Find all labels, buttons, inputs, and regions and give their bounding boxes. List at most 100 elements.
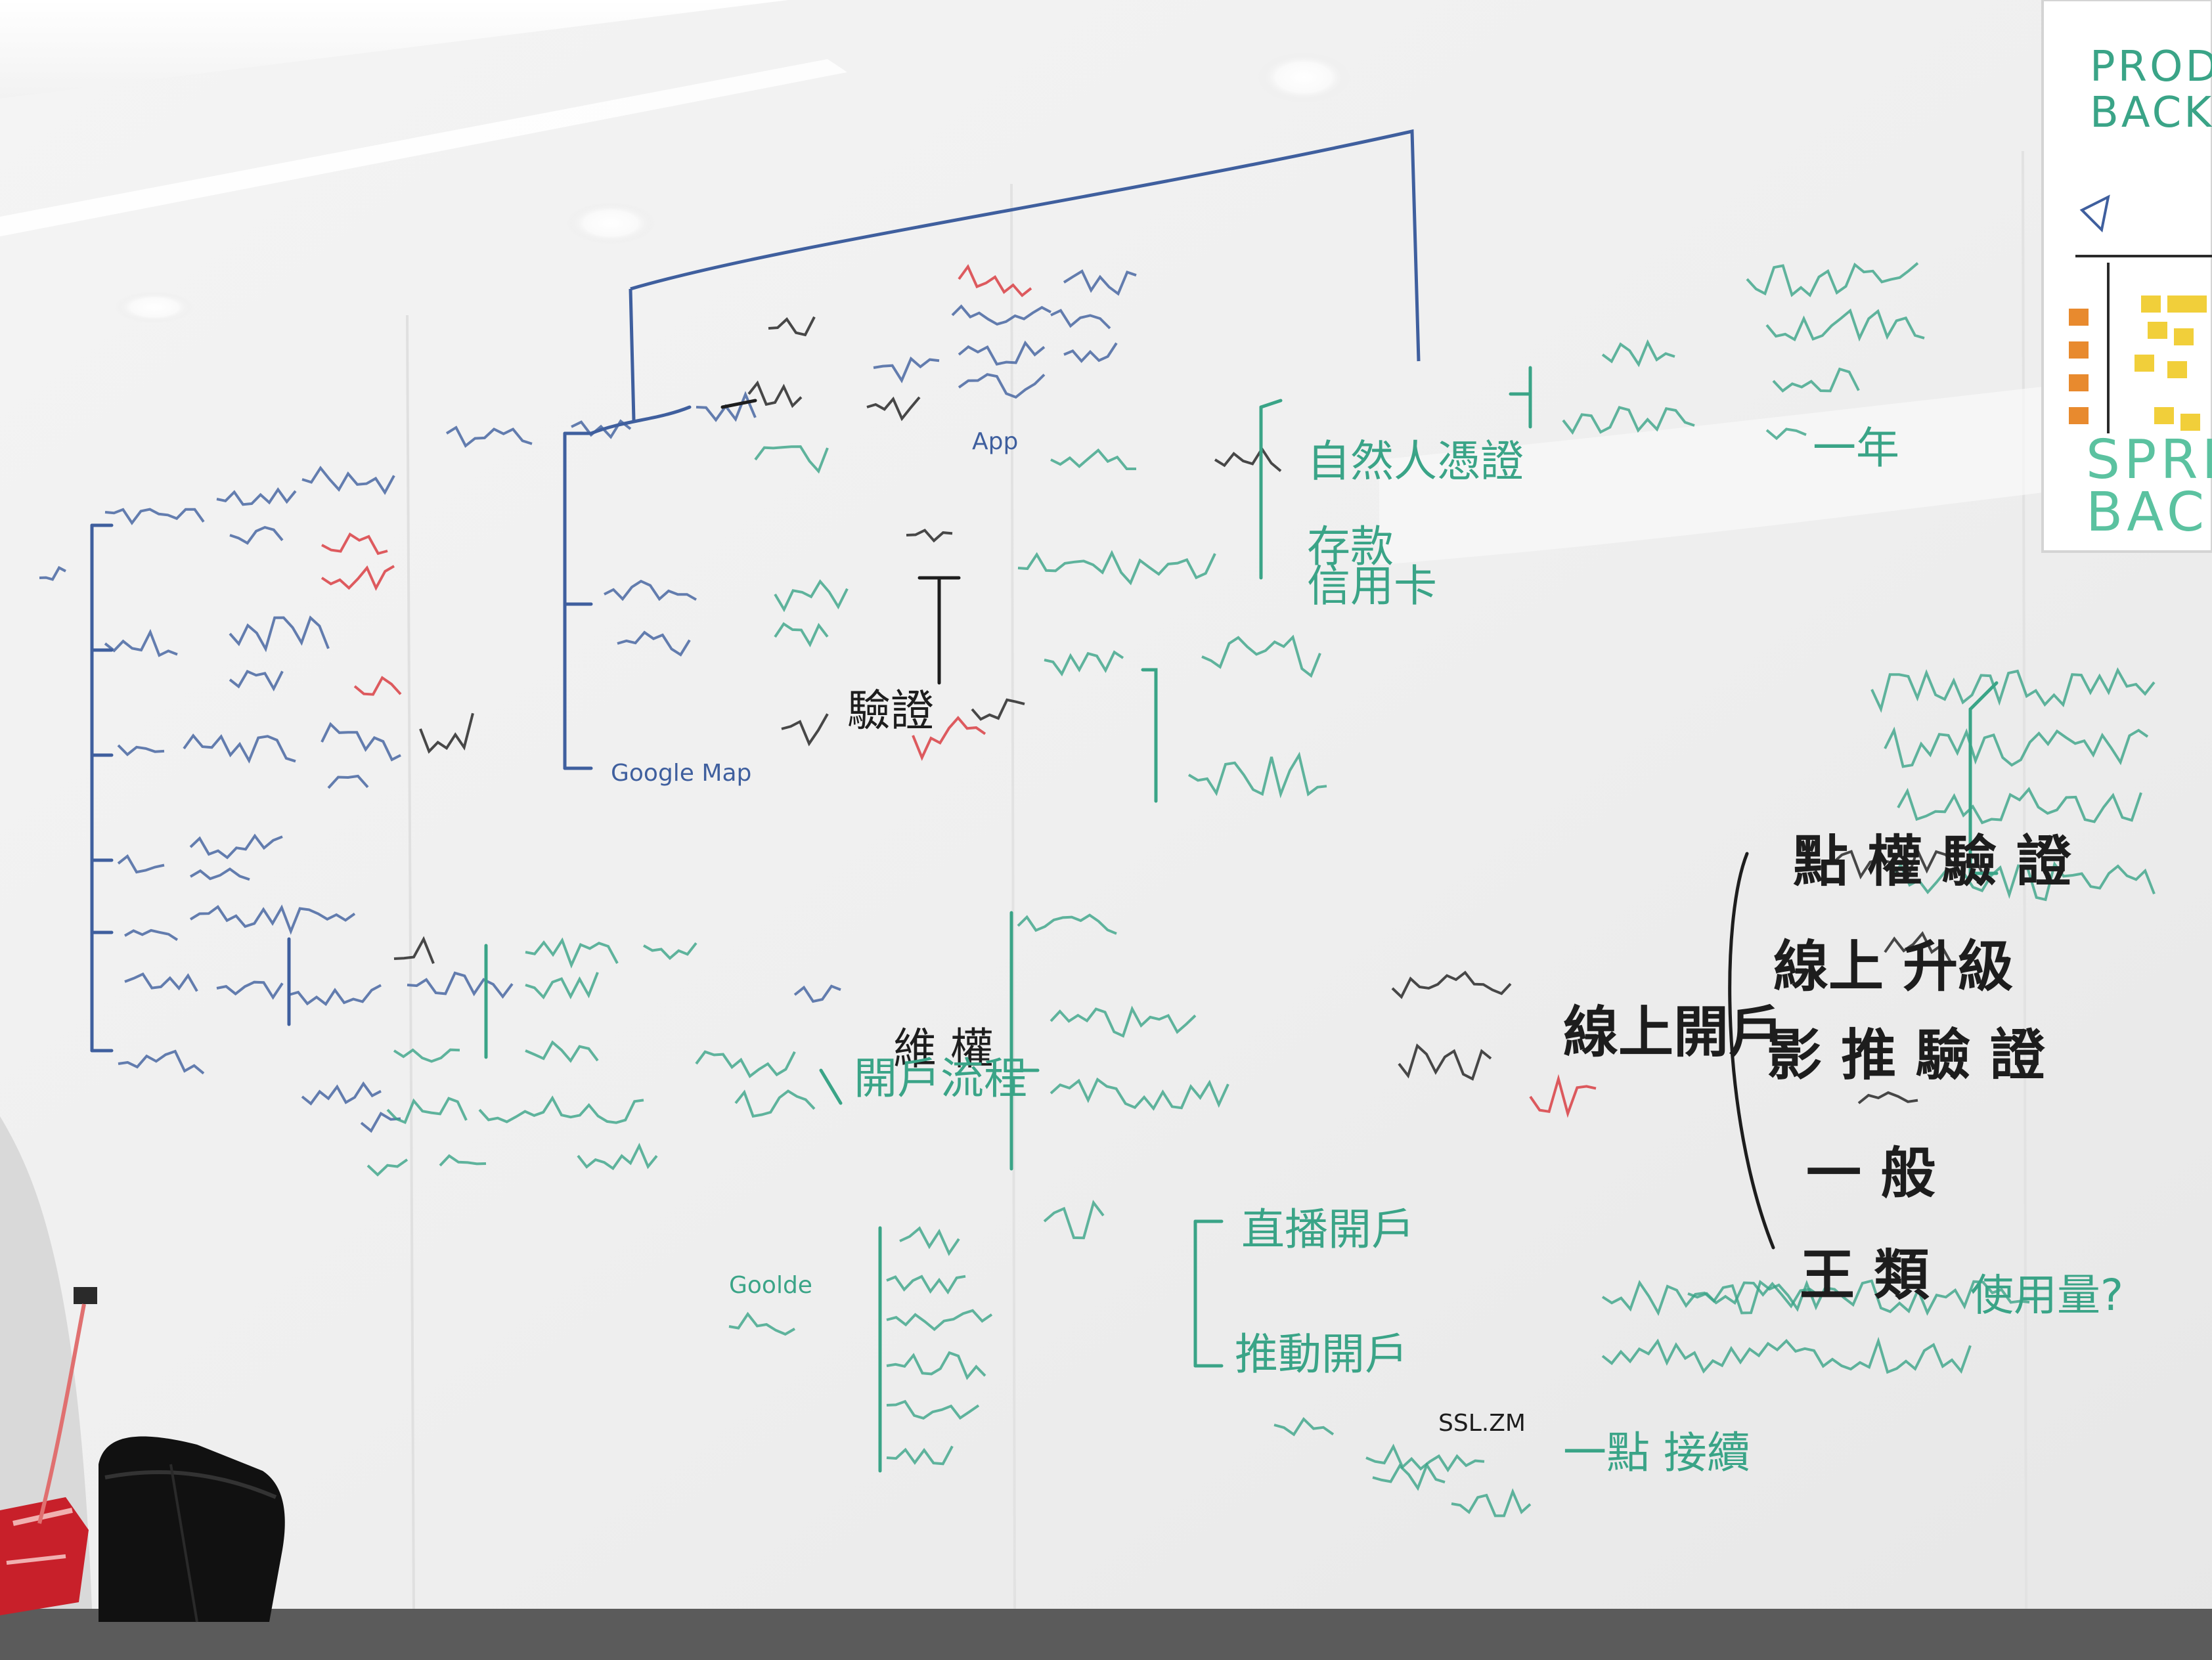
handwriting-scribble bbox=[407, 971, 514, 999]
handwriting-scribble bbox=[104, 508, 205, 525]
handwritten-label: App bbox=[972, 428, 1019, 455]
handwritten-label: 維 權 bbox=[893, 1024, 994, 1074]
handwritten-label: 存款 bbox=[1307, 521, 1394, 572]
handwriting-scribble bbox=[886, 1351, 986, 1380]
black-bag bbox=[99, 1436, 285, 1623]
handwriting-scribble bbox=[360, 1112, 401, 1133]
handwritten-label: SSL.ZM bbox=[1438, 1410, 1526, 1437]
handwriting-scribble bbox=[321, 532, 388, 556]
sticky-note bbox=[2148, 322, 2167, 339]
handwriting-scribble bbox=[577, 1143, 658, 1171]
connector-line bbox=[1968, 681, 1999, 711]
handwriting-scribble bbox=[1601, 339, 1675, 368]
handwriting-scribble bbox=[39, 565, 66, 581]
handwriting-scribble bbox=[216, 487, 297, 506]
handwriting-scribble bbox=[873, 356, 940, 383]
handwriting-scribble bbox=[1890, 861, 2156, 902]
handwriting-scribble bbox=[886, 1309, 993, 1332]
handwriting-scribble bbox=[1372, 1462, 1446, 1491]
handwriting-scribble bbox=[321, 565, 395, 591]
handwriting-scribble bbox=[1562, 406, 1695, 435]
handwriting-scribble bbox=[1017, 913, 1117, 935]
connector-line bbox=[589, 405, 692, 435]
handwriting-scribble bbox=[104, 628, 178, 657]
handwriting-scribble bbox=[1201, 634, 1321, 678]
handwriting-scribble bbox=[301, 1081, 382, 1106]
handwritten-label: 一年 bbox=[1813, 423, 1899, 473]
sticky-note bbox=[2167, 295, 2187, 313]
sticky-note bbox=[2154, 407, 2174, 424]
handwriting-scribble bbox=[1050, 309, 1111, 330]
handwriting-scribble bbox=[393, 1048, 460, 1063]
handwriting-scribble bbox=[886, 1399, 980, 1420]
ceiling-light-strip bbox=[0, 0, 788, 98]
handwriting-scribble bbox=[288, 984, 382, 1007]
handwriting-scribble bbox=[117, 744, 165, 756]
handwriting-scribble bbox=[366, 1158, 409, 1177]
handwriting-scribble bbox=[866, 396, 921, 422]
handwriting-scribble bbox=[1884, 726, 2149, 768]
backlog-poster bbox=[2041, 0, 2212, 553]
handwriting-scribble bbox=[189, 833, 283, 860]
connector-line bbox=[1259, 399, 1283, 409]
poster-heading-2: BACKL bbox=[2090, 89, 2212, 137]
sticky-note bbox=[2187, 295, 2207, 313]
handwritten-label: 信用卡 bbox=[1307, 561, 1437, 611]
sticky-note bbox=[2069, 341, 2089, 359]
handwriting-scribble bbox=[124, 928, 179, 941]
handwriting-scribble bbox=[1870, 667, 2156, 713]
handwriting-scribble bbox=[958, 373, 1046, 399]
sticky-note bbox=[2135, 355, 2154, 372]
sticky-note bbox=[2180, 414, 2200, 431]
handwritten-label: 自然人憑證 bbox=[1307, 436, 1524, 487]
handwriting-scribble bbox=[781, 713, 829, 747]
handwriting-scribble bbox=[1050, 1077, 1229, 1111]
handwriting-scribble bbox=[1772, 367, 1860, 393]
lamp-reflection bbox=[115, 292, 194, 323]
handwritten-label: 開戶流程 bbox=[854, 1053, 1027, 1104]
handwriting-scribble bbox=[1831, 846, 1985, 880]
handwritten-label: 線上開戶 bbox=[1563, 1000, 1784, 1064]
handwriting-scribble bbox=[1365, 1443, 1485, 1473]
cable bbox=[37, 1303, 86, 1524]
handwriting-scribble bbox=[1391, 971, 1512, 999]
sticky-note bbox=[2167, 361, 2187, 378]
handwritten-label: 點 權 驗 證 bbox=[1793, 829, 2071, 894]
handwritten-label: 王 類 bbox=[1800, 1243, 1930, 1307]
sticky-note bbox=[2141, 295, 2161, 313]
poster-footer-1: SPRI bbox=[2086, 429, 2212, 491]
connector-line bbox=[1141, 668, 1158, 803]
connector-line bbox=[1728, 852, 1775, 1250]
handwriting-scribble bbox=[1601, 1279, 2030, 1317]
handwriting-scribble bbox=[695, 1050, 796, 1079]
handwriting-scribble bbox=[183, 733, 296, 764]
handwriting-scribble bbox=[1897, 787, 2142, 825]
glare-band bbox=[1379, 368, 2212, 565]
handwritten-label: 使用量? bbox=[1970, 1270, 2124, 1321]
handwritten-label: 一 般 bbox=[1806, 1141, 1936, 1206]
handwriting-scribble bbox=[525, 972, 599, 999]
handwritten-label: 影 推 驗 證 bbox=[1767, 1023, 2045, 1087]
handwriting-scribble bbox=[1050, 1005, 1197, 1038]
handwriting-scribble bbox=[1017, 550, 1216, 586]
handwriting-scribble bbox=[1529, 1074, 1597, 1118]
handwriting-scribble bbox=[886, 1275, 966, 1295]
dark-corner bbox=[0, 1116, 92, 1609]
handwriting-scribble bbox=[1063, 269, 1137, 296]
handwriting-scribble bbox=[1601, 1336, 1972, 1374]
handwriting-scribble bbox=[906, 529, 953, 543]
handwriting-scribble bbox=[951, 304, 1051, 326]
handwriting-scribble bbox=[1044, 650, 1124, 677]
poster-heading-1: PRODU bbox=[2090, 43, 2212, 91]
handwriting-scribble bbox=[1687, 1281, 1821, 1309]
handwriting-scribble bbox=[229, 669, 284, 692]
handwriting-scribble bbox=[1398, 1043, 1492, 1081]
binder-clip bbox=[74, 1287, 97, 1304]
handwriting-scribble bbox=[1765, 427, 1807, 441]
sticky-note bbox=[2069, 309, 2089, 326]
lamp-reflection bbox=[1258, 53, 1350, 102]
handwriting-scribble bbox=[189, 867, 250, 881]
handwriting-scribble bbox=[216, 980, 284, 1000]
handwriting-scribble bbox=[1063, 342, 1118, 363]
